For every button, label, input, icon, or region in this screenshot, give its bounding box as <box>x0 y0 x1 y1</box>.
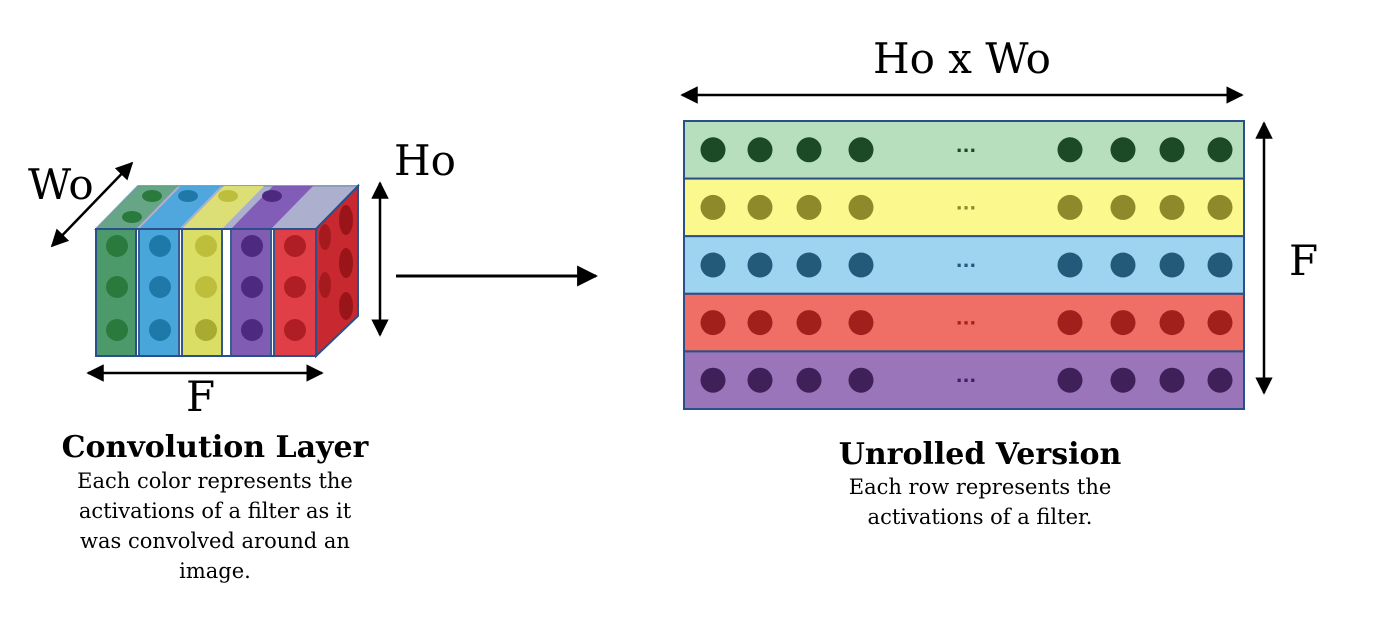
filter-row-red: ... <box>683 292 1245 353</box>
wo-label: Wo <box>28 160 94 209</box>
unrolled-version-title: Unrolled Version <box>838 437 1122 472</box>
row-band <box>683 235 1245 295</box>
activation-dot <box>796 367 822 393</box>
row-ellipsis: ... <box>956 251 977 272</box>
filter-slab-yellow <box>181 186 264 357</box>
activation-dot <box>1057 367 1083 393</box>
activation-dot <box>848 310 874 336</box>
activation-dot <box>747 367 773 393</box>
unrolled-matrix: ............... <box>683 120 1245 410</box>
convolution-layer-description: Each color represents the activations of… <box>77 469 353 583</box>
ho-label: Ho <box>394 136 456 185</box>
filter-slab-red <box>273 228 317 357</box>
activation-dot <box>848 252 874 278</box>
row-band <box>683 350 1245 410</box>
activation-dot <box>1110 367 1136 393</box>
activation-dot <box>796 137 822 163</box>
activation-dot <box>700 252 726 278</box>
activation-dot <box>1159 137 1185 163</box>
activation-dot <box>1110 137 1136 163</box>
activation-dot <box>796 310 822 336</box>
row-band <box>683 120 1245 180</box>
row-ellipsis: ... <box>956 136 977 157</box>
activation-dot <box>747 194 773 220</box>
unrolled-version-description: Each row represents the activations of a… <box>848 475 1112 529</box>
activation-dot <box>700 310 726 336</box>
row-ellipsis: ... <box>956 309 977 330</box>
activation-dot <box>700 194 726 220</box>
filter-row-yellow: ... <box>683 177 1245 238</box>
filter-row-blue: ... <box>683 235 1245 295</box>
activation-dot <box>1159 194 1185 220</box>
row-band <box>683 177 1245 238</box>
f-label-right: F <box>1289 236 1319 285</box>
activation-dot <box>1159 310 1185 336</box>
activation-dot <box>700 367 726 393</box>
activation-dot <box>747 137 773 163</box>
activation-dot <box>700 137 726 163</box>
activation-dot <box>1057 194 1083 220</box>
activation-dot <box>1207 194 1233 220</box>
row-ellipsis: ... <box>956 366 977 387</box>
activation-dot <box>747 310 773 336</box>
activation-dot <box>1057 252 1083 278</box>
filter-row-green: ... <box>683 120 1245 180</box>
activation-dot <box>1159 367 1185 393</box>
activation-dot <box>1207 310 1233 336</box>
row-ellipsis: ... <box>956 193 977 214</box>
activation-dot <box>848 194 874 220</box>
activation-dot <box>1110 310 1136 336</box>
activation-dot <box>848 137 874 163</box>
ho-x-wo-label: Ho x Wo <box>873 34 1051 83</box>
row-band <box>683 292 1245 353</box>
activation-dot <box>848 367 874 393</box>
activation-dot <box>1159 252 1185 278</box>
activation-dot <box>1110 194 1136 220</box>
activation-dot <box>1057 137 1083 163</box>
activation-dot <box>1057 310 1083 336</box>
filter-slab-blue <box>138 186 221 357</box>
activation-dot <box>1207 137 1233 163</box>
convolution-layer-title: Convolution Layer <box>61 430 369 465</box>
f-label-left: F <box>186 372 216 421</box>
activation-dot <box>747 252 773 278</box>
activation-dot <box>796 194 822 220</box>
activation-dot <box>796 252 822 278</box>
wo-dimension-arrow <box>50 161 134 248</box>
activation-dot <box>1110 252 1136 278</box>
convolution-volume <box>93 183 361 359</box>
filter-row-purple: ... <box>683 350 1245 410</box>
activation-dot <box>1207 367 1233 393</box>
activation-dot <box>1207 252 1233 278</box>
